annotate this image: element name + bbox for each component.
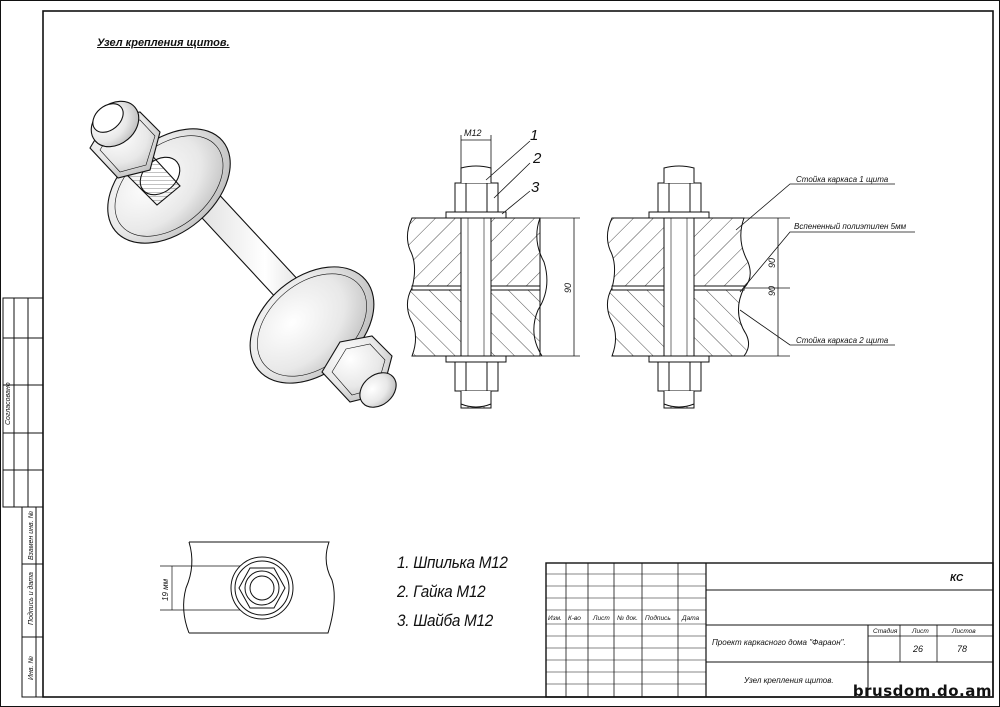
col-list: Лист: [592, 615, 610, 622]
col-izm: Изм.: [548, 615, 562, 622]
label-foam: Вспененный полиэтилен 5мм: [794, 222, 907, 231]
stud-size-label: М12: [464, 128, 482, 138]
sheet-title: Узел крепления щитов.: [97, 37, 230, 49]
sheet-number: 26: [912, 644, 923, 654]
stage-label: Стадия: [873, 627, 898, 635]
parts-legend: 1. Шпилька М12 2. Гайка М12 3. Шайба М12: [397, 548, 508, 635]
sign-date-label: Подпись и дата: [27, 572, 35, 625]
col-sign: Подпись: [645, 614, 671, 622]
col-kvo: К-во: [568, 615, 581, 622]
col-doc: № док.: [617, 614, 638, 622]
top-washer-1: [445, 211, 507, 219]
watermark: brusdom.do.am: [852, 682, 992, 700]
plan-nut: [238, 567, 286, 609]
top-nut-1: [454, 182, 499, 213]
lower-stud-end: [359, 372, 397, 408]
legend-item-washer: 3. Шайба М12: [397, 611, 494, 630]
section-view-1: [406, 165, 548, 409]
callout-3: 3: [531, 179, 540, 196]
project-name: Проект каркасного дома "Фараон".: [712, 638, 846, 647]
dim-total: 90: [563, 283, 573, 293]
drawing-name: Узел крепления щитов.: [743, 676, 834, 685]
bolt-isometric: [89, 100, 397, 408]
bottom-washer-1: [445, 355, 507, 363]
bottom-nut-1: [454, 361, 499, 392]
callout-2: 2: [532, 150, 542, 167]
title-block: [545, 562, 994, 698]
label-post1: Стойка каркаса 1 щита: [796, 175, 889, 184]
plan-dim-label: 19 мм: [161, 578, 170, 601]
sheets-total: 78: [957, 644, 967, 654]
sheets-label: Листов: [951, 628, 976, 635]
dim-lower: 90: [767, 286, 777, 296]
legend-item-stud: 1. Шпилька М12: [397, 553, 508, 572]
agreed-label: Согласовано: [5, 382, 12, 425]
legend-item-nut: 2. Гайка М12: [397, 582, 486, 601]
sheet-label: Лист: [911, 628, 929, 635]
section-view-2: [606, 165, 751, 409]
doc-code: КС: [950, 573, 964, 584]
label-post2: Стойка каркаса 2 щита: [796, 336, 889, 345]
replaces-label: Взамен инв. №: [28, 510, 35, 560]
inv-label: Инв. №: [28, 656, 35, 680]
callout-1: 1: [530, 127, 538, 144]
col-date: Дата: [681, 615, 700, 622]
side-stamp: [2, 297, 44, 698]
dim-upper: 90: [767, 258, 777, 268]
plan-view: [160, 541, 335, 634]
